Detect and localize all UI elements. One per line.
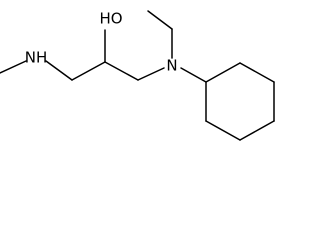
atom-labels: NH HO N [25,10,178,75]
bond-ch2-n [137,67,165,81]
nh-label: NH [25,49,48,67]
ring-bond-1 [205,62,241,83]
structural-formula: NH HO N [0,10,275,141]
bond-choh-ch2 [104,61,139,81]
ring-bond-2 [239,62,275,83]
bond-ch2-choh [71,61,106,81]
bond-nh-ch2 [45,60,73,81]
bond-methyl-nh [0,60,27,74]
nitrogen-label: N [166,57,177,75]
ring-bond-4 [239,120,275,141]
bond-n-cyclohexyl [180,67,207,83]
ring-bond-5 [205,120,241,141]
hydroxyl-label: HO [99,10,122,28]
bonds [0,10,275,141]
bond-ethyl-ch3 [147,10,173,30]
